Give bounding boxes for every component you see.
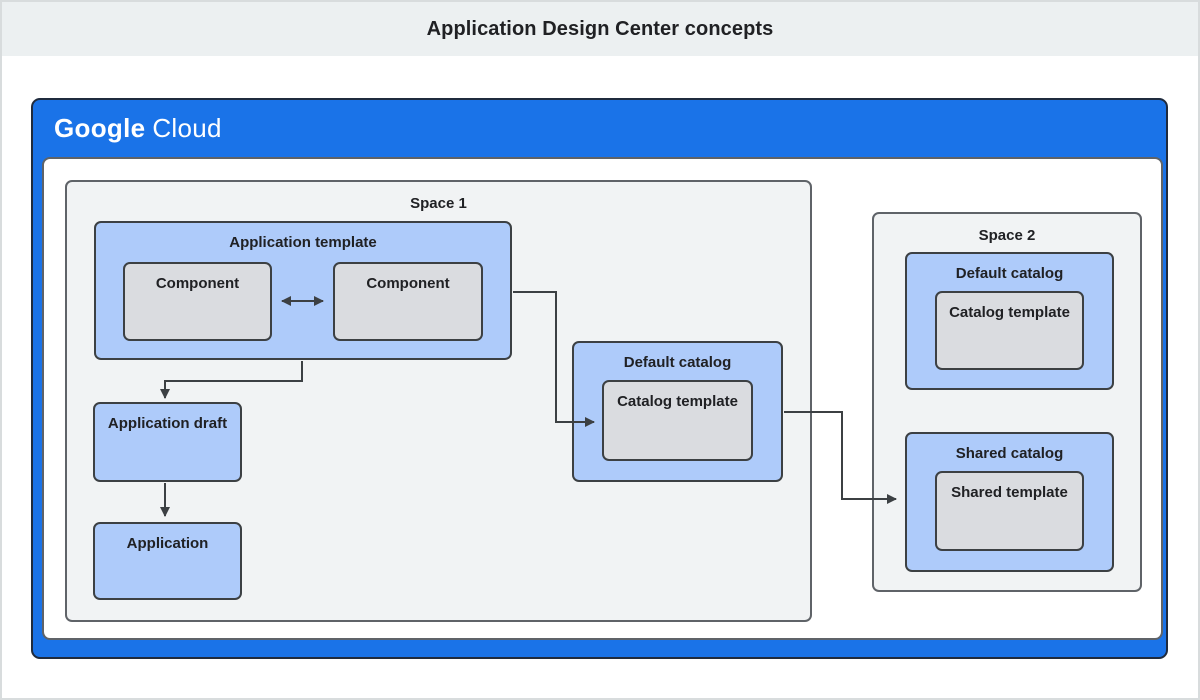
space2-default-catalog-box: Default catalog Catalog template <box>905 252 1114 390</box>
shared-catalog-box: Shared catalog Shared template <box>905 432 1114 572</box>
title-banner: Application Design Center concepts <box>2 2 1198 56</box>
application-box: Application <box>93 522 242 600</box>
shared-catalog-label: Shared catalog <box>955 445 1064 462</box>
space-2-box: Space 2 Default catalog Catalog template… <box>872 212 1142 592</box>
space2-catalog-template-label: Catalog template <box>949 304 1070 321</box>
application-template-label: Application template <box>229 234 377 251</box>
default-catalog-label: Default catalog <box>623 354 732 371</box>
page-title: Application Design Center concepts <box>426 17 774 40</box>
google-logo-text: Google <box>54 113 146 143</box>
component-left-label: Component <box>155 275 240 292</box>
component-right-box: Component <box>333 262 483 341</box>
application-label: Application <box>126 535 209 552</box>
space2-default-catalog-label: Default catalog <box>955 265 1064 282</box>
application-template-box: Application template Component Component <box>94 221 512 360</box>
application-draft-box: Application draft <box>93 402 242 482</box>
application-draft-label: Application draft <box>107 415 228 432</box>
space-1-label: Space 1 <box>410 195 467 212</box>
default-catalog-box: Default catalog Catalog template <box>572 341 783 482</box>
catalog-template-label: Catalog template <box>617 393 738 410</box>
space2-catalog-template-box: Catalog template <box>935 291 1084 370</box>
project-container: Space 1 Application template Component C… <box>42 157 1163 640</box>
space-2-label: Space 2 <box>978 227 1036 244</box>
shared-template-label: Shared template <box>951 484 1068 501</box>
catalog-template-box: Catalog template <box>602 380 753 461</box>
shared-template-box: Shared template <box>935 471 1084 551</box>
component-right-label: Component <box>366 275 450 292</box>
component-left-box: Component <box>123 262 272 341</box>
cloud-logo-text: Cloud <box>152 113 222 143</box>
